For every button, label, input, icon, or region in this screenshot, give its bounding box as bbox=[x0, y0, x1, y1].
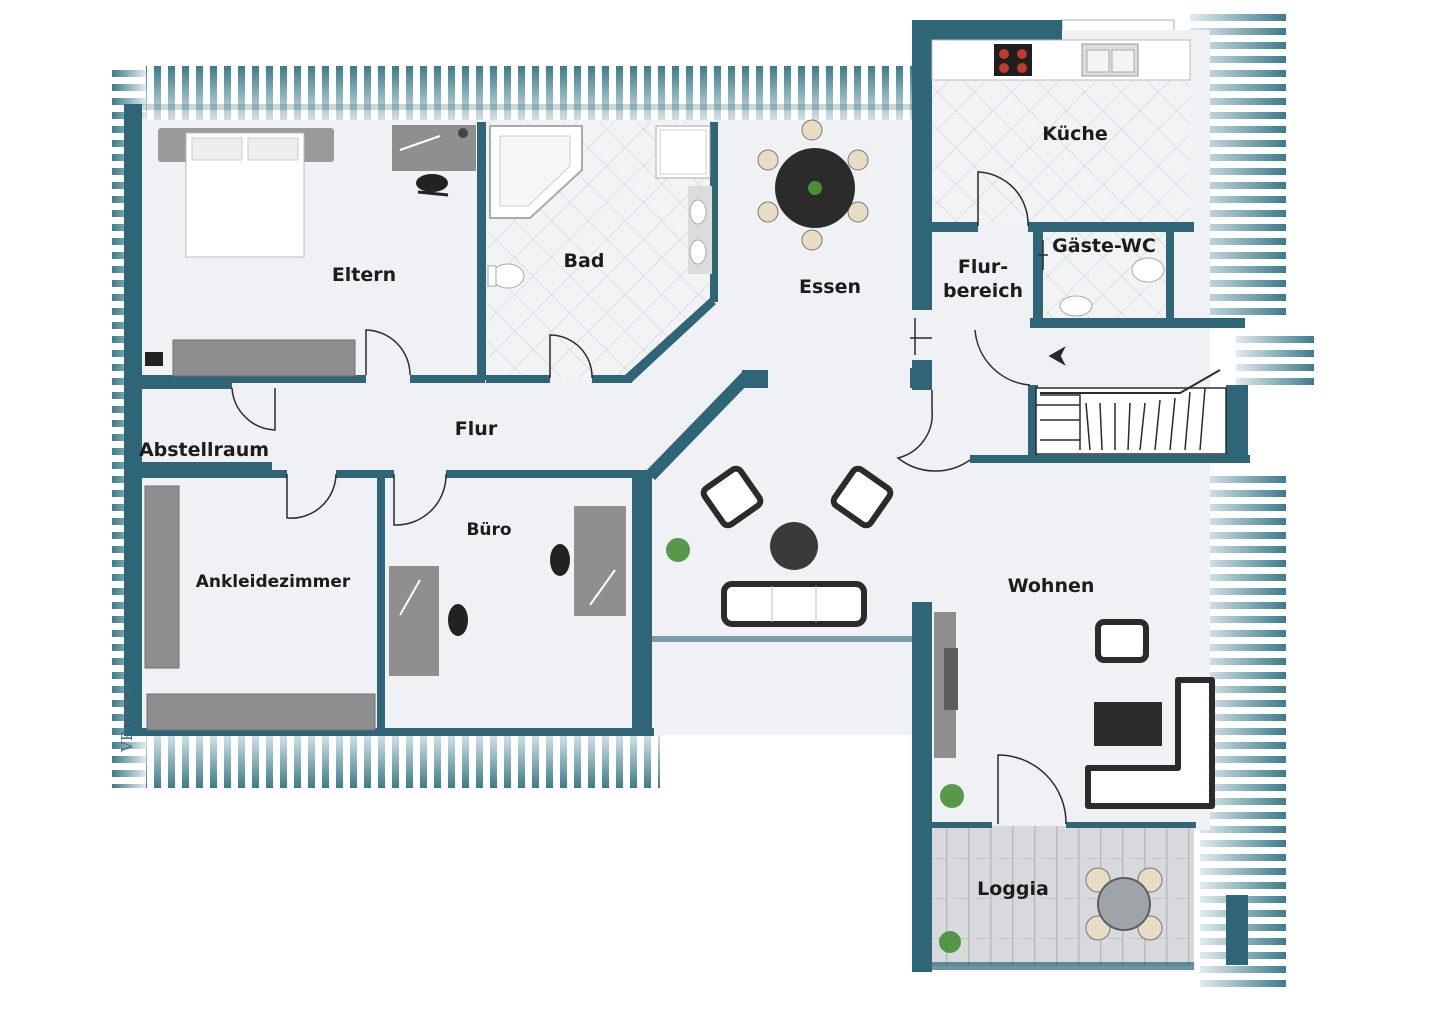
room-label-flur: Flur bbox=[455, 418, 498, 440]
room-label-gaeste-wc: Gäste-WC bbox=[1052, 235, 1156, 257]
room-label-abstellraum: Abstellraum bbox=[139, 439, 269, 461]
loggia-table bbox=[1085, 867, 1163, 941]
room-label-loggia: Loggia bbox=[977, 878, 1049, 900]
svg-text:VP: VP bbox=[118, 731, 136, 753]
walls bbox=[124, 20, 1250, 972]
furniture bbox=[144, 39, 1215, 953]
room-label-eltern: Eltern bbox=[332, 264, 396, 286]
room-label-ankleidezimmer: Ankleidezimmer bbox=[196, 572, 351, 592]
double-bed bbox=[158, 128, 334, 258]
room-label-buero: Büro bbox=[466, 520, 511, 540]
room-label-kueche: Küche bbox=[1042, 123, 1108, 145]
dining-table bbox=[757, 119, 869, 251]
plant-icon bbox=[666, 538, 964, 953]
living-seating-left bbox=[700, 465, 894, 627]
room-label-wohnen: Wohnen bbox=[1008, 575, 1095, 597]
room-labels: Eltern Bad Essen Küche Flur- bereich Gäs… bbox=[139, 123, 1156, 900]
svg-text:VON POLL: VON POLL bbox=[124, 680, 134, 731]
von-poll-logo: VP VON POLL bbox=[118, 680, 136, 753]
room-label-essen: Essen bbox=[799, 276, 861, 298]
room-label-bad: Bad bbox=[564, 250, 605, 272]
room-label-flurbereich-1: Flur- bbox=[958, 256, 1008, 278]
staircase bbox=[1035, 346, 1227, 455]
room-label-flurbereich-2: bereich bbox=[943, 280, 1023, 302]
doors bbox=[231, 171, 1067, 825]
